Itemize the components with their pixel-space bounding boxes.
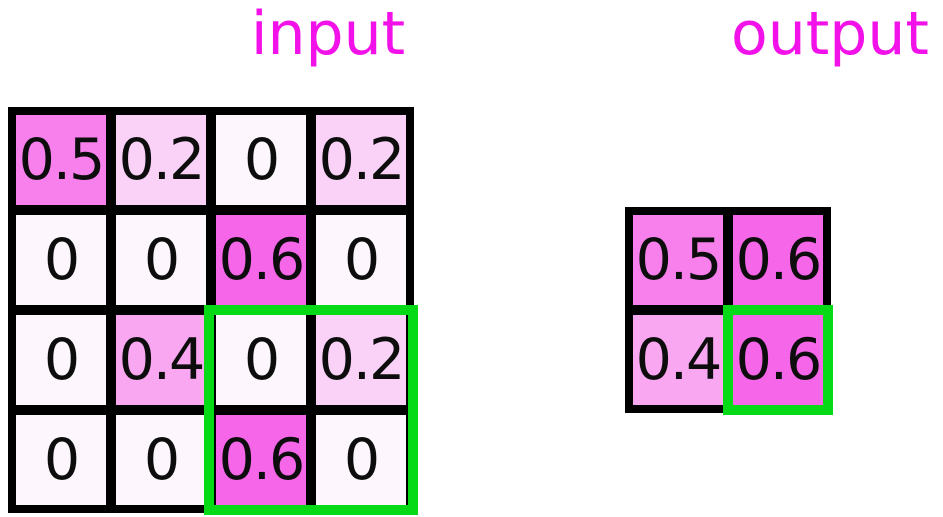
- grid-cell-r0c1: 0.2: [116, 115, 206, 205]
- grid-cell-r0c0: 0.5: [16, 115, 106, 205]
- grid-cell-r1c0: 0: [16, 215, 106, 305]
- grid-cell-r3c2: 0.6: [216, 415, 306, 505]
- grid-cell-r0c3: 0.2: [316, 115, 406, 205]
- grid-cell-r3c0: 0: [16, 415, 106, 505]
- grid-cell-r2c0: 0: [16, 315, 106, 405]
- grid-cell-r0c0: 0.5: [633, 215, 723, 305]
- output-grid-title: output: [731, 0, 929, 69]
- grid-cell-r1c1: 0.6: [733, 315, 823, 405]
- grid-cell-r2c3: 0.2: [316, 315, 406, 405]
- grid-cell-r3c1: 0: [116, 415, 206, 505]
- grid-cell-r2c1: 0.4: [116, 315, 206, 405]
- grid-cell-r0c1: 0.6: [733, 215, 823, 305]
- grid-cell-r1c0: 0.4: [633, 315, 723, 405]
- input-grid-title: input: [250, 0, 406, 69]
- grid-cell-r1c3: 0: [316, 215, 406, 305]
- grid-cell-r3c3: 0: [316, 415, 406, 505]
- grid-cell-r2c2: 0: [216, 315, 306, 405]
- grid-cell-r1c2: 0.6: [216, 215, 306, 305]
- grid-cell-r1c1: 0: [116, 215, 206, 305]
- grid-cell-r0c2: 0: [216, 115, 306, 205]
